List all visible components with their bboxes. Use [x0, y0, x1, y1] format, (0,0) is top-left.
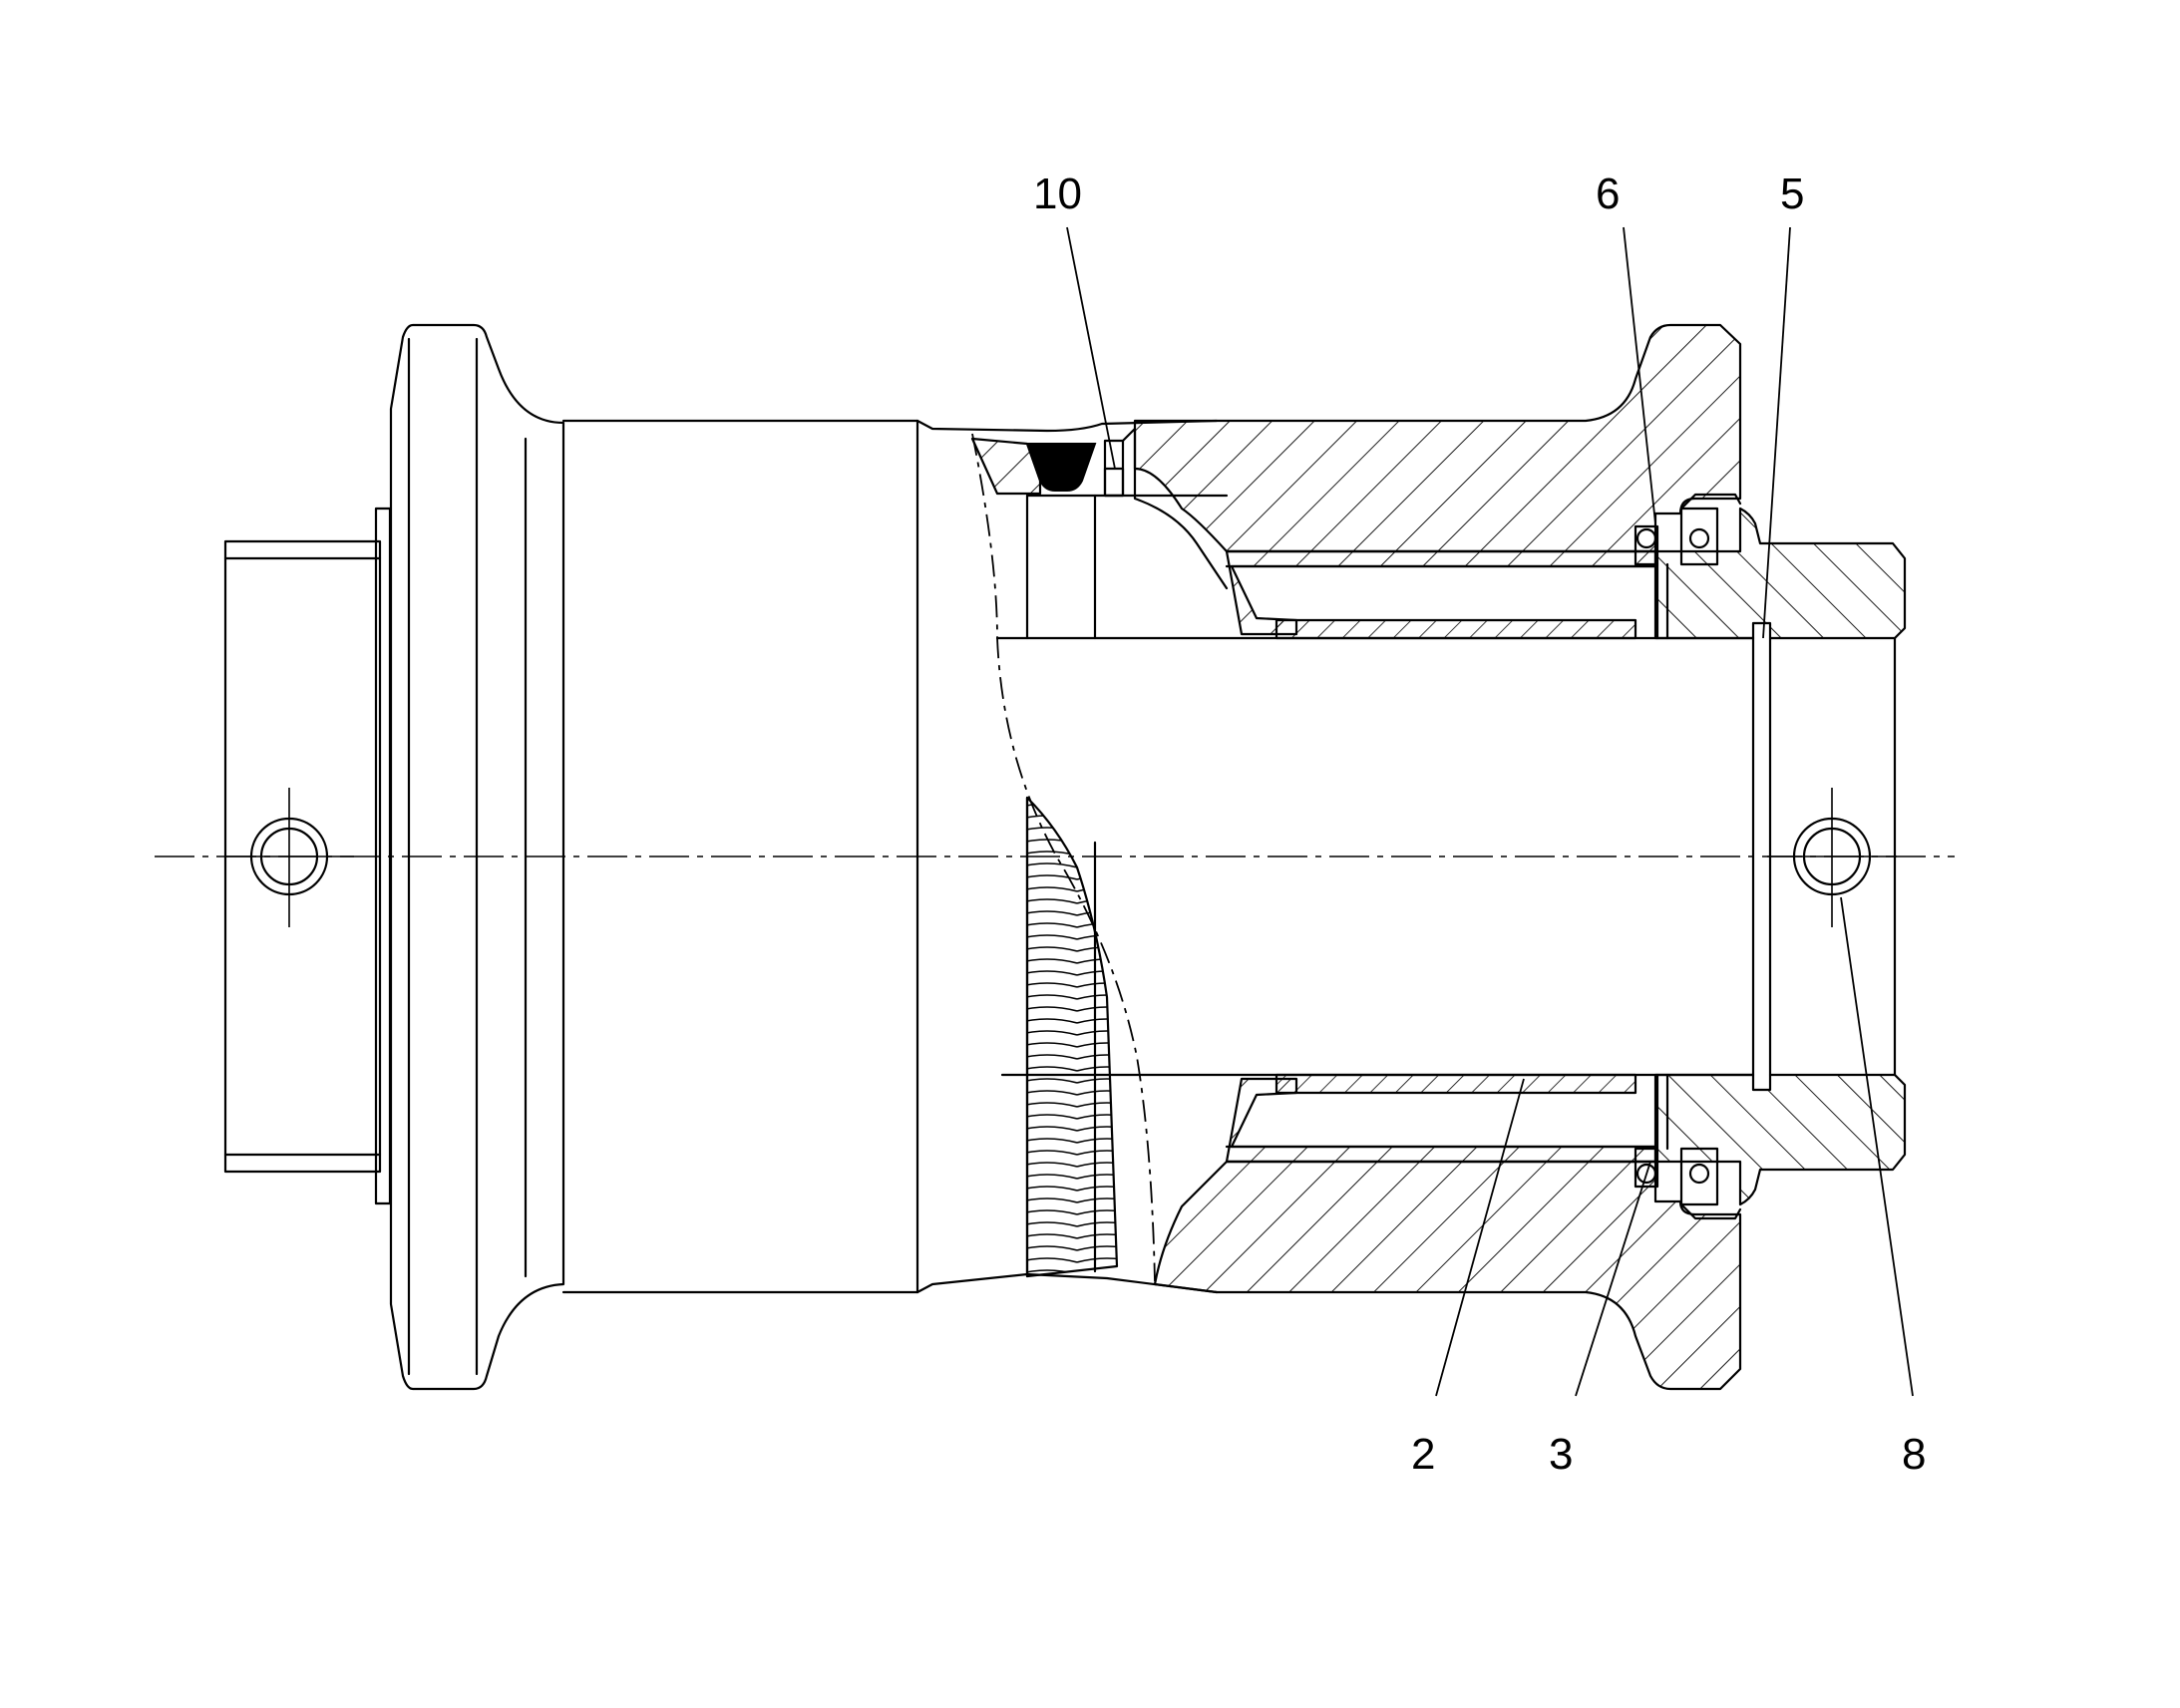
callout-3: 3 — [1549, 1430, 1573, 1479]
inner-bore-lines — [995, 494, 1755, 1077]
coil-spring — [1025, 796, 1119, 1278]
callout-2: 2 — [1411, 1430, 1435, 1479]
right-pin-hole — [1767, 788, 1897, 927]
right-hub — [1653, 507, 1907, 1206]
leader-lines — [1066, 226, 1914, 1397]
upper-bearing — [1634, 493, 1742, 640]
lower-housing-section — [1153, 1077, 1742, 1391]
left-pin-hole — [224, 788, 354, 927]
callout-6: 6 — [1596, 170, 1620, 218]
section-break-line — [971, 433, 1156, 1282]
callout-10: 10 — [1033, 170, 1082, 218]
lower-bearing — [1634, 1073, 1742, 1220]
callout-5: 5 — [1780, 170, 1804, 218]
upper-bushing — [1274, 618, 1637, 640]
callout-8: 8 — [1902, 1430, 1926, 1479]
left-flange — [389, 323, 565, 1391]
lower-bushing — [1274, 1073, 1637, 1095]
seal-ring-black — [970, 427, 1229, 590]
